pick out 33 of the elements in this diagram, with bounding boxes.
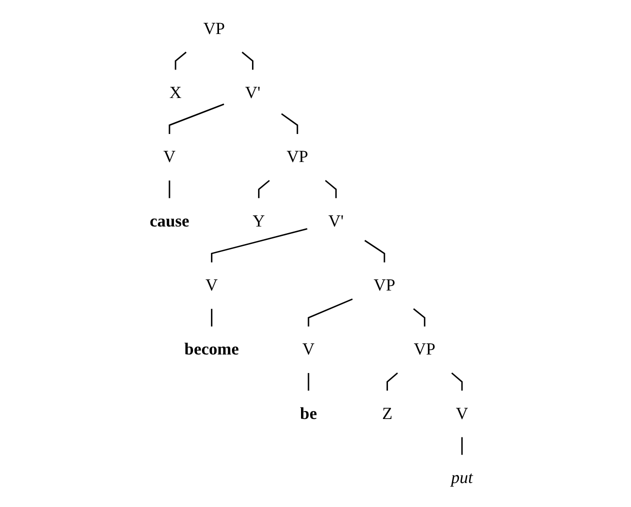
node-text: V: [206, 276, 218, 295]
connector: [210, 228, 308, 262]
node-text: cause: [150, 212, 190, 231]
connector: [258, 180, 270, 198]
connector: [210, 308, 212, 326]
connector: [413, 308, 426, 326]
node-text: put: [451, 468, 473, 488]
connector: [168, 104, 224, 134]
connector: [364, 240, 386, 262]
connector: [386, 372, 398, 391]
connector: [168, 180, 170, 198]
node-text: V': [328, 212, 344, 231]
node-text: V: [302, 340, 315, 359]
node-text: VP: [203, 20, 225, 38]
node-text: become: [184, 340, 239, 359]
connector: [324, 180, 337, 198]
node-text: V': [245, 84, 260, 102]
node-text: VP: [414, 340, 436, 359]
node-text: V: [163, 148, 176, 166]
node-text: V: [456, 404, 468, 424]
connector: [308, 373, 310, 391]
node-text: VP: [374, 276, 396, 295]
connector: [242, 52, 254, 70]
node-text: be: [300, 404, 317, 424]
node-text: Z: [382, 404, 392, 424]
connector: [174, 52, 187, 70]
node-text: VP: [286, 148, 308, 166]
connector: [461, 437, 463, 455]
node-text: Y: [252, 212, 265, 231]
connector: [308, 298, 353, 326]
node-text: X: [169, 84, 182, 102]
connector: [281, 113, 298, 134]
connector: [451, 372, 463, 391]
